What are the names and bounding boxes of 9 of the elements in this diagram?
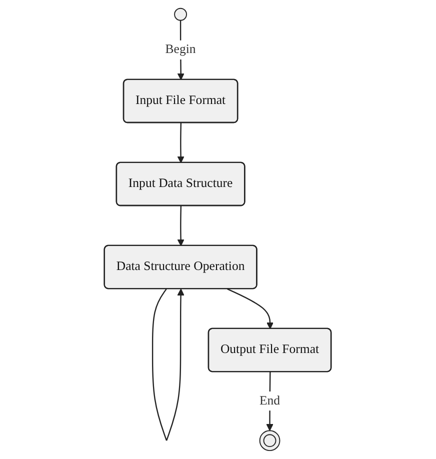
arrow: [227, 288, 274, 330]
arrow: [178, 206, 185, 246]
edge-label: End: [260, 394, 280, 408]
arrow: [152, 288, 185, 441]
arrow: [266, 372, 274, 431]
node-circle: [174, 8, 188, 21]
node-double-circle: [260, 430, 280, 452]
arrow: [178, 122, 185, 164]
edge-label: Begin: [166, 42, 196, 56]
